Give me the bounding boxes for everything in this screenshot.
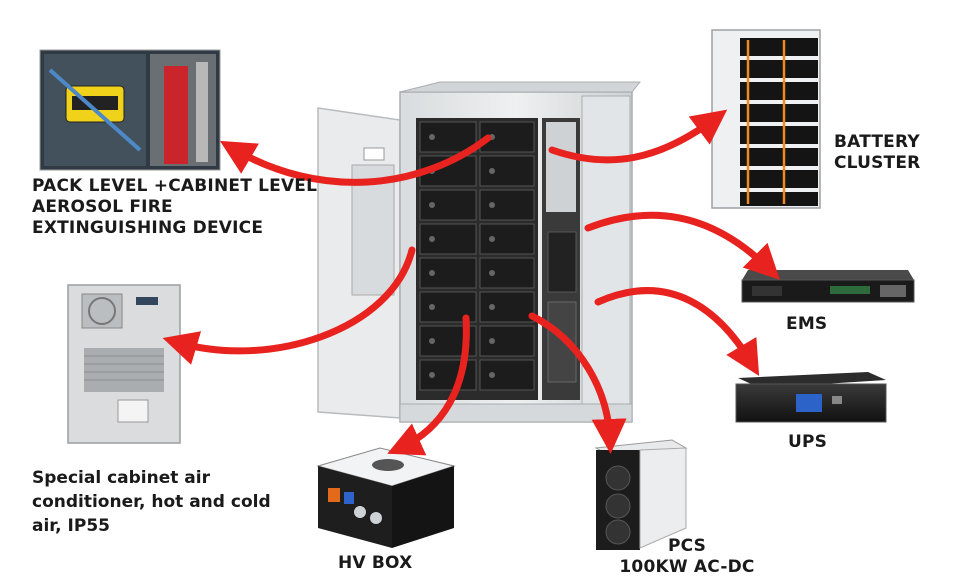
control-device — [547, 231, 577, 293]
aerosol-device-red — [164, 66, 188, 164]
ems-unit — [741, 270, 915, 303]
arrow-to-ac — [162, 246, 416, 365]
arrow-to-fire — [219, 134, 492, 186]
door-label — [363, 147, 385, 161]
label-pcs-name: PCS — [667, 536, 707, 556]
cabinet-right-door — [581, 95, 631, 419]
hv-box — [316, 447, 456, 548]
ac-display — [136, 297, 158, 305]
label-ems: EMS — [786, 314, 828, 334]
battery-rack — [711, 29, 821, 209]
cabinet-base — [399, 403, 633, 423]
fire-extinguishing-photo — [39, 49, 221, 171]
door-panel — [351, 164, 395, 296]
ac-label-plate — [117, 399, 149, 423]
cabinet-top — [399, 81, 642, 93]
arrows — [162, 109, 780, 456]
label-pcs-rating: 100KW AC-DC — [619, 557, 755, 577]
control-panel-top — [546, 122, 576, 212]
arrow-to-battery — [548, 109, 728, 164]
arrow-to-hv-box — [387, 314, 470, 456]
battery-rack-modules — [740, 38, 818, 206]
cabinet-air-conditioner — [67, 284, 181, 444]
arrow-to-pcs — [528, 312, 627, 454]
arrow-to-ems — [584, 211, 780, 280]
label-fire-extinguishing: PACK LEVEL +CABINET LEVEL AEROSOL FIRE E… — [32, 176, 318, 238]
ac-vent — [84, 348, 164, 392]
hv-box-fan — [372, 459, 404, 471]
ups-display — [796, 394, 822, 412]
label-pcs: PCS 100KW AC-DC — [602, 536, 772, 578]
label-ups: UPS — [788, 432, 828, 452]
label-hv-box: HV BOX — [338, 553, 413, 573]
label-air-conditioner: Special cabinet air conditioner, hot and… — [32, 468, 271, 536]
arrow-to-ups — [594, 287, 760, 377]
label-battery-cluster: BATTERY CLUSTER — [834, 132, 921, 173]
ups-unit — [735, 372, 887, 423]
battery-modules — [419, 121, 535, 391]
pcs-module — [594, 439, 688, 550]
